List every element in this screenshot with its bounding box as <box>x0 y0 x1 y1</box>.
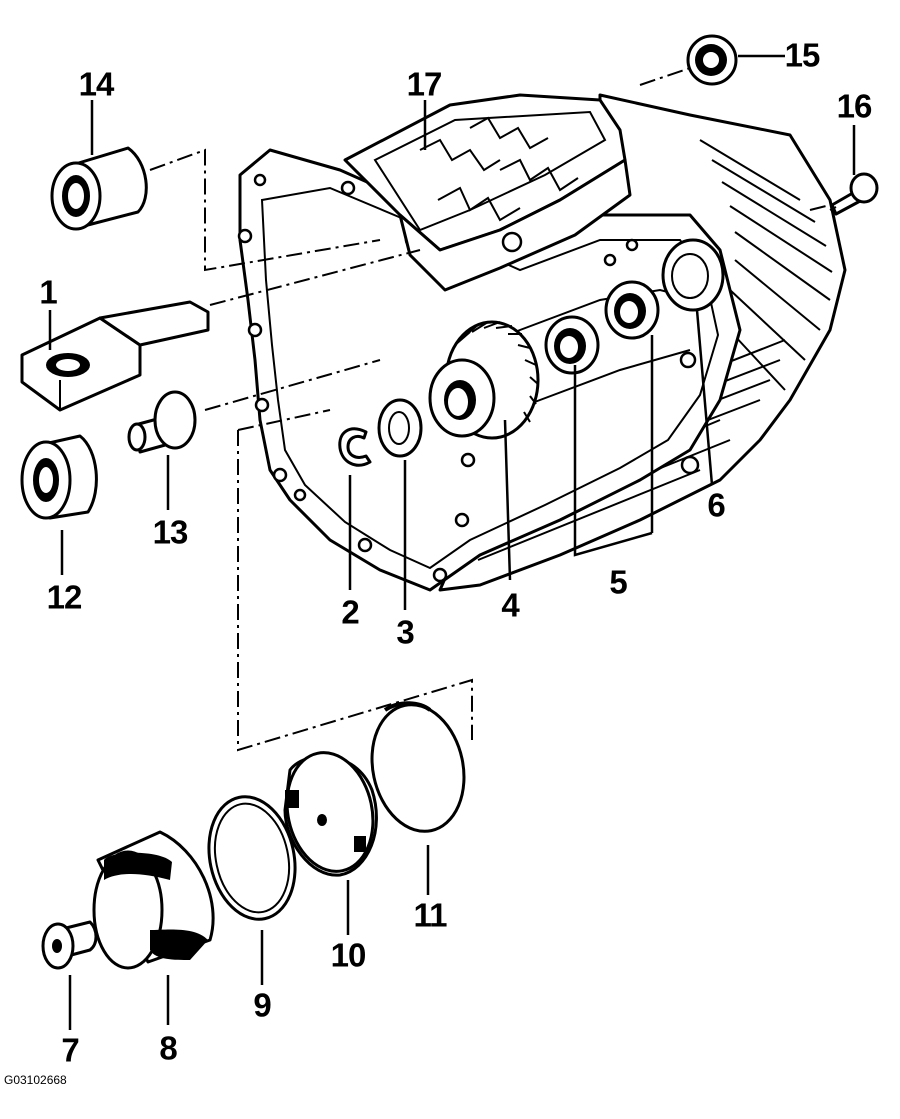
callout-6: 6 <box>707 486 725 524</box>
part-5-needle-bearings <box>544 280 660 375</box>
callout-4: 4 <box>501 586 519 624</box>
part-3-washer <box>377 398 423 458</box>
part-13-pin <box>127 390 197 454</box>
callout-16: 16 <box>836 87 873 125</box>
part-8-cup <box>92 830 215 970</box>
part-6-bearing <box>661 238 725 312</box>
callout-10: 10 <box>330 936 367 974</box>
callout-5: 5 <box>609 563 627 601</box>
callout-3: 3 <box>396 613 414 651</box>
part-1-bracket <box>20 300 210 412</box>
callout-13: 13 <box>152 513 189 551</box>
part-4-gear <box>428 320 540 440</box>
drawing-code: G03102668 <box>4 1073 67 1087</box>
callout-14: 14 <box>78 65 115 103</box>
part-12-bushing <box>20 434 98 520</box>
part-2-circlip <box>338 427 372 467</box>
part-9-ring <box>207 795 297 921</box>
callout-17: 17 <box>406 65 443 103</box>
part-7-bolt <box>41 920 98 970</box>
assembly-center-lines <box>149 67 831 752</box>
callout-15: 15 <box>784 36 821 74</box>
callout-1: 1 <box>39 273 57 311</box>
callout-11: 11 <box>413 896 448 934</box>
part-14-sleeve <box>50 146 148 231</box>
callout-leader-lines <box>48 54 856 1030</box>
callout-9: 9 <box>253 986 271 1024</box>
part-15-seal <box>686 34 738 86</box>
callout-2: 2 <box>341 593 359 631</box>
part-16-screw <box>829 172 879 216</box>
part-10-disc <box>283 751 378 877</box>
callout-12: 12 <box>46 578 83 616</box>
callout-7: 7 <box>61 1031 79 1069</box>
part-11-cover-plate <box>370 701 466 833</box>
callout-8: 8 <box>159 1029 177 1067</box>
transmission-housing <box>237 93 847 592</box>
